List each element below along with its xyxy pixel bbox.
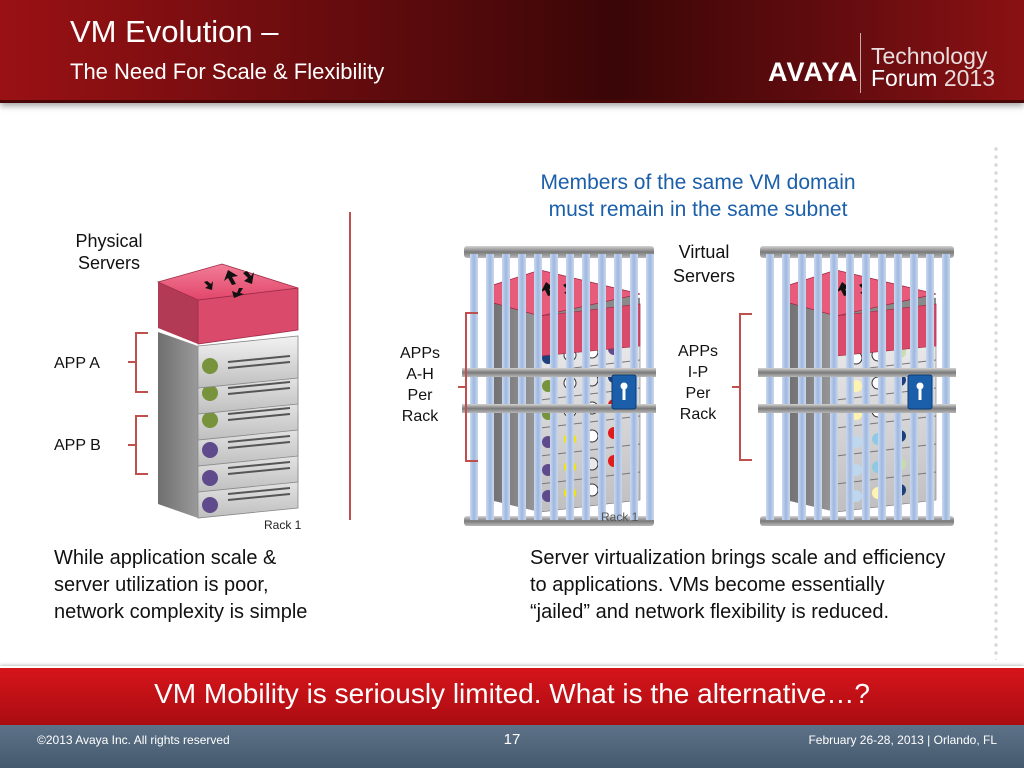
vm-domain-note-line2: must remain in the same subnet <box>548 198 848 221</box>
footer-bar <box>0 725 1024 768</box>
header-bar <box>0 0 1024 103</box>
jail-rack-label: Rack 1 <box>601 510 639 524</box>
decorative-dot-strip <box>992 145 1000 660</box>
avaya-logo: AVAYA <box>768 57 859 87</box>
lock-icon <box>907 374 933 410</box>
logo-divider <box>860 33 861 93</box>
apps-ip-line3: Per <box>685 385 711 402</box>
apps-ip-line1: APPs <box>677 343 718 360</box>
app-a-bracket <box>128 332 148 393</box>
apps-ah-line4: Rack <box>401 408 439 425</box>
left-description: While application scale & server utiliza… <box>54 547 308 623</box>
apps-ah-label: APPs A-H Per Rack <box>388 343 452 427</box>
vm-domain-note-line1: Members of the same VM domain <box>540 171 856 194</box>
event-word: Forum <box>871 65 938 91</box>
apps-ip-line4: Rack <box>679 406 717 423</box>
virtual-servers-line2: Servers <box>672 266 735 286</box>
physical-servers-label: Physical Servers <box>58 230 160 274</box>
server-unit <box>158 332 299 389</box>
virtual-servers-line1: Virtual <box>678 242 730 262</box>
switch-icon <box>156 263 299 345</box>
app-a-label: APP A <box>54 355 100 372</box>
event-name-line1: Technology <box>871 43 988 69</box>
virtual-servers-label: Virtual Servers <box>656 240 752 288</box>
right-description: Server virtualization brings scale and e… <box>530 547 946 623</box>
apps-ah-bracket <box>458 312 478 462</box>
footer-copyright: ©2013 Avaya Inc. All rights reserved <box>37 733 230 747</box>
slide-subtitle: The Need For Scale & Flexibility <box>70 59 385 84</box>
apps-ip-bracket <box>732 313 752 461</box>
app-b-bracket <box>128 415 148 475</box>
slide-title: VM Evolution – <box>70 14 279 49</box>
vm-domain-note: Members of the same VM domain must remai… <box>488 169 908 223</box>
footer-event-date: February 26-28, 2013 | Orlando, FL <box>808 733 997 747</box>
apps-ip-label: APPs I-P Per Rack <box>666 341 730 425</box>
physical-servers-line2: Servers <box>77 253 140 273</box>
callout-banner-text: VM Mobility is seriously limited. What i… <box>154 678 870 709</box>
apps-ip-line2: I-P <box>687 364 709 381</box>
apps-ah-line1: APPs <box>399 345 440 362</box>
physical-rack <box>156 263 299 519</box>
apps-ah-line3: Per <box>407 387 433 404</box>
page-number: 17 <box>503 731 521 748</box>
event-year: 2013 <box>943 65 996 91</box>
rack-label: Rack 1 <box>264 518 302 532</box>
jailed-rack-1 <box>462 246 656 526</box>
jailed-rack-2 <box>758 246 956 526</box>
event-name-line2: Forum 2013 <box>871 65 995 92</box>
app-b-label: APP B <box>54 437 101 454</box>
lock-icon <box>611 374 637 410</box>
physical-servers-line1: Physical <box>75 231 143 251</box>
apps-ah-line2: A-H <box>406 366 434 383</box>
